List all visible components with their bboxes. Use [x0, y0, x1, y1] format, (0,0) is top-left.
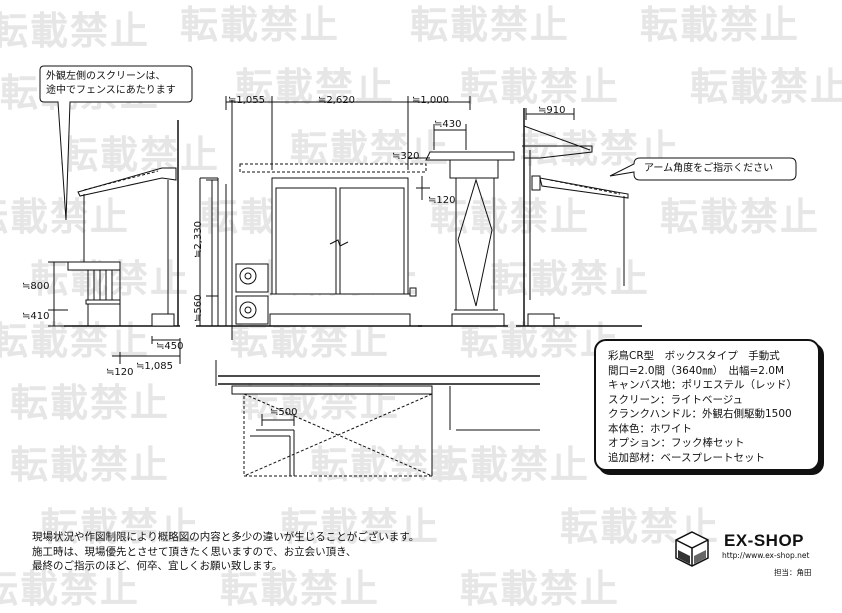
note-line: 最終のご指示のほど、何卒、宜しくお願い致します。 — [32, 560, 283, 572]
drawing-canvas: 転載禁止 転載禁止 転載禁止 転載禁止 転載禁止 転載禁止 転載禁止 転載禁止 … — [0, 3, 842, 611]
spec-line: キャンバス地：ポリエステル（レッド） — [608, 379, 797, 391]
elevation-drawing — [39, 65, 797, 567]
left-callout-line2: 途中でフェンスにあたります — [46, 85, 176, 96]
left-callout-text: 外観左側のスクリーンは、 途中でフェンスにあたります — [46, 70, 176, 98]
left-callout-bubble — [39, 65, 193, 221]
right-callout-text: アーム角度をご指示ください — [644, 163, 774, 174]
front-view — [196, 96, 515, 340]
dimension-label: ≒1,055 — [228, 95, 266, 106]
cube-logo — [675, 531, 709, 567]
dimension-label: ≒120 — [428, 195, 456, 206]
spec-line: 追加部材：ベースプレートセット — [608, 451, 765, 464]
dimension-label: ≒320 — [392, 151, 420, 162]
brand-url: http://www.ex-shop.net — [722, 551, 810, 560]
dimension-label: ≒120 — [106, 367, 134, 378]
footer-notes: 現場状況や作図制限により概略図の内容と多少の違いが生じることがございます。 施工… — [32, 530, 419, 574]
dimension-label: ≒2,330 — [193, 220, 204, 258]
dimension-label: ≒910 — [538, 105, 566, 116]
dimension-label: ≒410 — [22, 311, 50, 322]
spec-line: オプション：フック棒セット — [608, 437, 745, 449]
dimension-label: ≒560 — [193, 294, 204, 322]
spec-line: スクリーン：ライトベージュ — [608, 393, 744, 406]
left-callout-line1: 外観左側のスクリーンは、 — [46, 71, 166, 82]
person-in-charge: 担当：角田 — [774, 568, 812, 577]
left-side-view — [48, 120, 181, 364]
dimension-label: ≒800 — [22, 281, 50, 292]
spec-line: 本体色：ホワイト — [608, 422, 692, 435]
spec-line: クランクハンドル：外観右側駆動1500 — [608, 408, 792, 420]
dimension-label: ≒450 — [156, 341, 184, 352]
dimension-label: ≒1,085 — [136, 361, 174, 372]
right-side-view — [516, 108, 642, 327]
dimension-label: ≒500 — [270, 407, 298, 418]
plan-view — [215, 360, 540, 477]
spec-line: 間口=2.0間（3640㎜） 出幅=2.0M — [608, 364, 785, 377]
note-line: 施工時は、現場優先とさせて頂きたく思いますので、お立会い頂き、 — [32, 545, 357, 558]
spec-box: 彩鳥CR型 ボックスタイプ 手動式 間口=2.0間（3640㎜） 出幅=2.0M… — [594, 339, 820, 471]
note-line: 現場状況や作図制限により概略図の内容と多少の違いが生じることがございます。 — [32, 531, 420, 543]
right-callout-bubble — [609, 157, 797, 181]
dimension-label: ≒2,620 — [318, 95, 356, 106]
dimension-label: ≒1,000 — [412, 95, 450, 106]
spec-line: 彩鳥CR型 ボックスタイプ 手動式 — [608, 350, 780, 362]
brand-name: EX-SHOP — [724, 531, 805, 550]
dimension-label: ≒430 — [434, 119, 462, 130]
